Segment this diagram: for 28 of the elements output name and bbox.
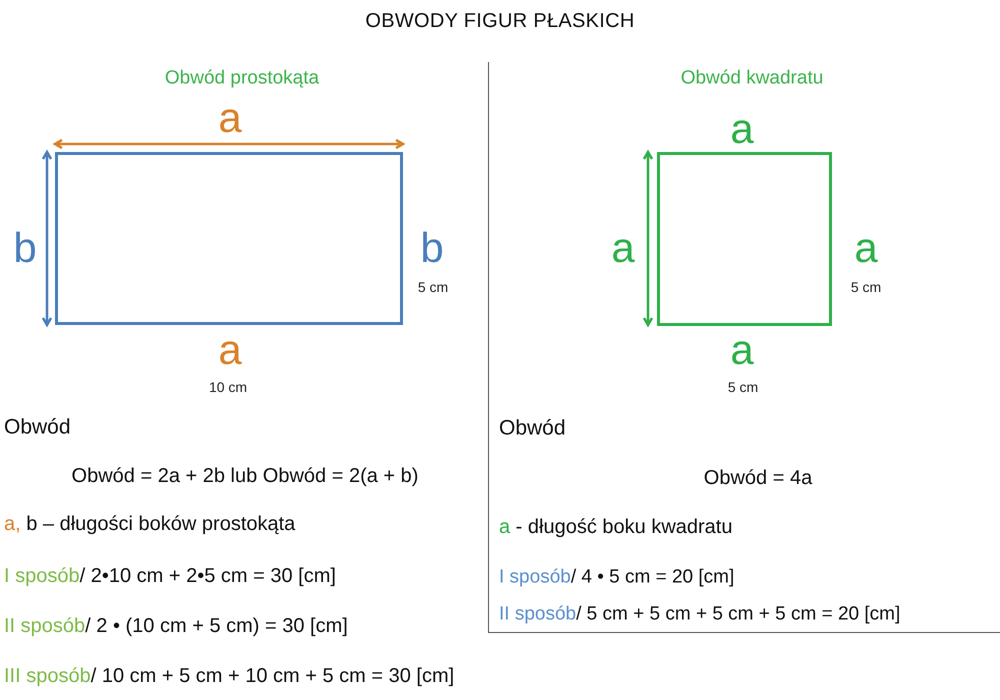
rectangle-shape: [55, 152, 403, 325]
side-label: b: [13, 227, 37, 269]
text-line: II sposób/ 5 cm + 5 cm + 5 cm + 5 cm = 20 [cm]: [499, 604, 900, 626]
formula-text: Obwód = 2a + 2b lub Obwód = 2(a + b): [72, 465, 418, 487]
side-label: a: [854, 227, 878, 269]
side-label: a: [218, 97, 242, 139]
text-line: III sposób/ 10 cm + 5 cm + 10 cm + 5 cm = 30 [cm]: [4, 665, 454, 687]
side-label: a: [730, 329, 754, 371]
text-line: I sposób/ 2•10 cm + 2•5 cm = 30 [cm]: [4, 565, 336, 587]
dimension-label: 10 cm: [208, 380, 248, 394]
text-line: a, b – długości boków prostokąta: [4, 513, 296, 535]
formula-text: Obwód = 4a: [704, 467, 812, 489]
text-line: I sposób/ 4 • 5 cm = 20 [cm]: [499, 568, 734, 588]
formula-text: Obwód kwadratu: [680, 68, 824, 90]
text-line: Obwód: [499, 416, 566, 440]
side-label: b: [420, 227, 444, 269]
text-line: Obwód: [4, 415, 71, 439]
text-line: II sposób/ 2 • (10 cm + 5 cm) = 30 [cm]: [4, 615, 348, 637]
side-label: a: [611, 227, 635, 269]
side-label: a: [730, 108, 754, 150]
dimension-label: 5 cm: [850, 280, 882, 294]
rectangle-shape: [657, 152, 832, 326]
title: OBWODY FIGUR PŁASKICH: [364, 10, 636, 33]
side-label: a: [218, 329, 242, 371]
dimension-label: 5 cm: [728, 380, 758, 394]
dimension-label: 5 cm: [418, 280, 448, 294]
text-line: a - długość boku kwadratu: [499, 516, 732, 538]
formula-text: Obwód prostokąta: [164, 68, 320, 90]
